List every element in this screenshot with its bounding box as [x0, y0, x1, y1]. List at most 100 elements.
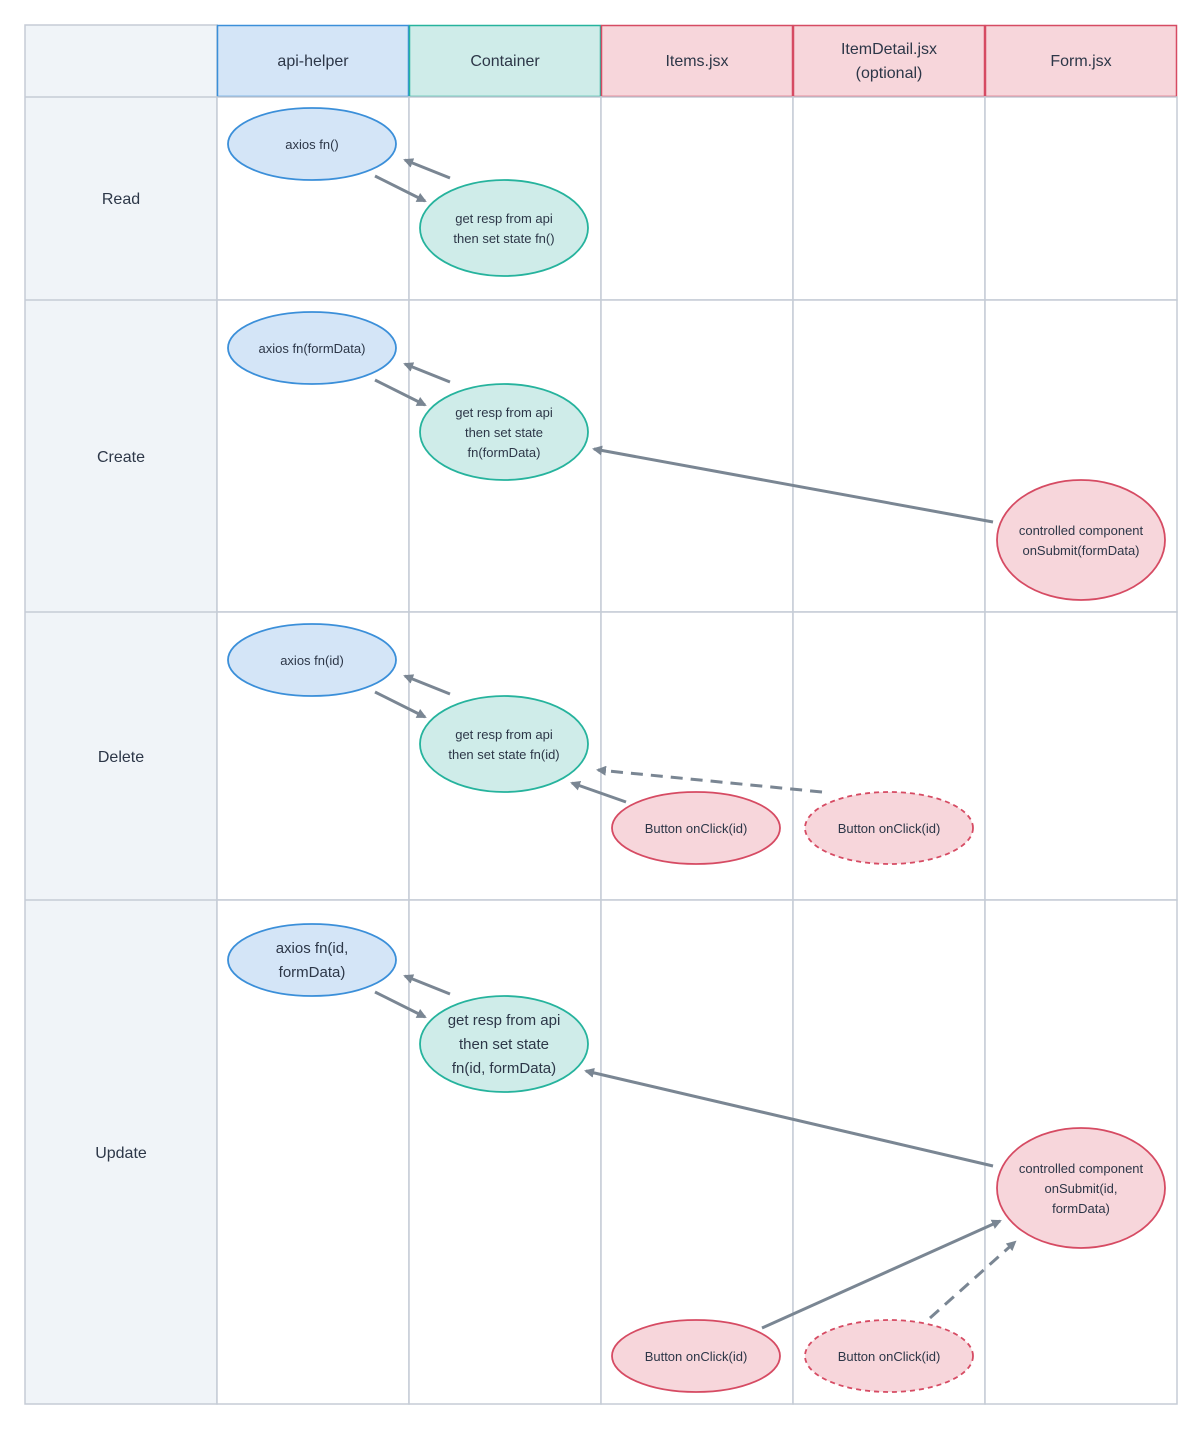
- row-label-delete: Delete: [98, 749, 144, 766]
- text-line: onSubmit(formData): [1022, 543, 1139, 558]
- update-items-button-shape: [611, 1319, 781, 1393]
- text-line: get resp from api: [455, 211, 553, 226]
- text-line: axios fn(formData): [259, 341, 366, 356]
- grid-cell: [984, 96, 1178, 301]
- delete-detail-button-label: Button onClick(id): [838, 821, 941, 836]
- text-line: fn(id, formData): [452, 1060, 556, 1077]
- text-line: ItemDetail.jsx: [841, 41, 937, 58]
- update-api-label: axios fn(id, formData): [276, 940, 349, 981]
- text-line: get resp from api: [455, 727, 553, 742]
- text-line: Button onClick(id): [838, 821, 941, 836]
- delete-items-button-node: Button onClick(id): [611, 791, 781, 865]
- create-container-shape: [419, 383, 589, 481]
- update-api-shape: [227, 923, 397, 997]
- create-container-label: get resp from api then set state fn(formDa…: [455, 405, 553, 460]
- arrow-create-form-to-create-container: [592, 445, 994, 524]
- text-line: get resp from api: [455, 405, 553, 420]
- text-line: api-helper: [277, 53, 349, 70]
- header-api-helper-label: api-helper: [277, 53, 349, 70]
- read-api-node: axios fn(): [227, 107, 397, 181]
- arrow-delete-items-button-to-delete-container: [570, 780, 627, 804]
- arrow-delete-container-to-delete-api: [403, 674, 451, 696]
- arrow-update-items-button-to-update-form: [761, 1219, 1002, 1330]
- header-form-cell: [984, 24, 1178, 98]
- text-line: (optional): [856, 65, 923, 82]
- delete-items-button-shape: [611, 791, 781, 865]
- create-api-node: axios fn(formData): [227, 311, 397, 385]
- text-line: formData): [1052, 1201, 1110, 1216]
- update-container-shape: [419, 995, 589, 1093]
- header-container-cell: [408, 24, 602, 98]
- update-form-shape: [996, 1127, 1166, 1249]
- grid-cell: [984, 611, 1178, 901]
- delete-detail-button-node: Button onClick(id): [804, 791, 974, 865]
- read-container-label: get resp from api then set state fn(): [453, 211, 554, 246]
- grid-cell: [600, 96, 794, 301]
- arrow-delete-detail-button-to-delete-container: [596, 765, 823, 794]
- text-line: axios fn(): [285, 137, 338, 152]
- text-line: Button onClick(id): [645, 1349, 748, 1364]
- delete-container-shape: [419, 695, 589, 793]
- create-api-label: axios fn(formData): [259, 341, 366, 356]
- delete-detail-button-shape: [804, 791, 974, 865]
- arrow-update-container-to-update-api: [403, 974, 451, 996]
- update-items-button-label: Button onClick(id): [645, 1349, 748, 1364]
- read-api-label: axios fn(): [285, 137, 338, 152]
- grid-cell: [792, 299, 986, 613]
- arrow-create-api-to-create-container: [374, 378, 427, 407]
- update-items-button-node: Button onClick(id): [611, 1319, 781, 1393]
- read-container-node: get resp from api then set state fn(): [419, 179, 589, 277]
- label-column: [24, 24, 218, 1405]
- text-line: Form.jsx: [1050, 53, 1111, 70]
- text-line: onSubmit(id,: [1045, 1181, 1118, 1196]
- text-line: controlled component: [1019, 523, 1144, 538]
- text-line: axios fn(id,: [276, 940, 349, 957]
- delete-container-node: get resp from api then set state fn(id): [419, 695, 589, 793]
- update-detail-button-node: Button onClick(id): [804, 1319, 974, 1393]
- delete-container-label: get resp from api then set state fn(id): [448, 727, 559, 762]
- text-line: fn(formData): [468, 445, 541, 460]
- read-container-shape: [419, 179, 589, 277]
- text-line: then set state: [459, 1036, 549, 1053]
- arrow-read-api-to-read-container: [374, 174, 427, 203]
- header-item-detail-cell: [792, 24, 986, 98]
- nodes: axios fn() get resp from api then set stat…: [227, 107, 1166, 1393]
- arrow-create-container-to-create-api: [403, 362, 451, 384]
- text-line: get resp from api: [448, 1012, 561, 1029]
- create-form-shape: [996, 479, 1166, 601]
- text-line: then set state fn(): [453, 231, 554, 246]
- text-line: axios fn(id): [280, 653, 344, 668]
- row-label-read: Read: [102, 191, 140, 208]
- delete-api-shape: [227, 623, 397, 697]
- grid-cell: [408, 899, 602, 1405]
- update-container-label: get resp from api then set state fn(id, fo…: [448, 1012, 561, 1077]
- create-container-node: get resp from api then set state fn(formDa…: [419, 383, 589, 481]
- text-line: Container: [470, 53, 540, 70]
- header-container-label: Container: [470, 53, 540, 70]
- update-detail-button-shape: [804, 1319, 974, 1393]
- text-line: formData): [279, 964, 346, 981]
- delete-api-node: axios fn(id): [227, 623, 397, 697]
- create-form-label: controlled component onSubmit(formData): [1019, 523, 1144, 558]
- arrow-update-api-to-update-container: [374, 990, 427, 1019]
- header-items-cell: [600, 24, 794, 98]
- text-line: Items.jsx: [665, 53, 728, 70]
- header-form-label: Form.jsx: [1050, 53, 1111, 70]
- arrow-update-form-to-update-container: [584, 1067, 994, 1168]
- update-api-node: axios fn(id, formData): [227, 923, 397, 997]
- header-item-detail-label: ItemDetail.jsx (optional): [841, 41, 937, 82]
- text-line: Button onClick(id): [838, 1349, 941, 1364]
- text-line: then set state: [465, 425, 543, 440]
- create-form-node: controlled component onSubmit(formData): [996, 479, 1166, 601]
- arrows: [374, 158, 1017, 1330]
- row-label-create: Create: [97, 449, 145, 466]
- delete-items-button-label: Button onClick(id): [645, 821, 748, 836]
- text-line: then set state fn(id): [448, 747, 559, 762]
- arrow-read-container-to-read-api: [403, 158, 451, 180]
- row-label-update: Update: [95, 1145, 147, 1162]
- text-line: Button onClick(id): [645, 821, 748, 836]
- update-container-node: get resp from api then set state fn(id, fo…: [419, 995, 589, 1093]
